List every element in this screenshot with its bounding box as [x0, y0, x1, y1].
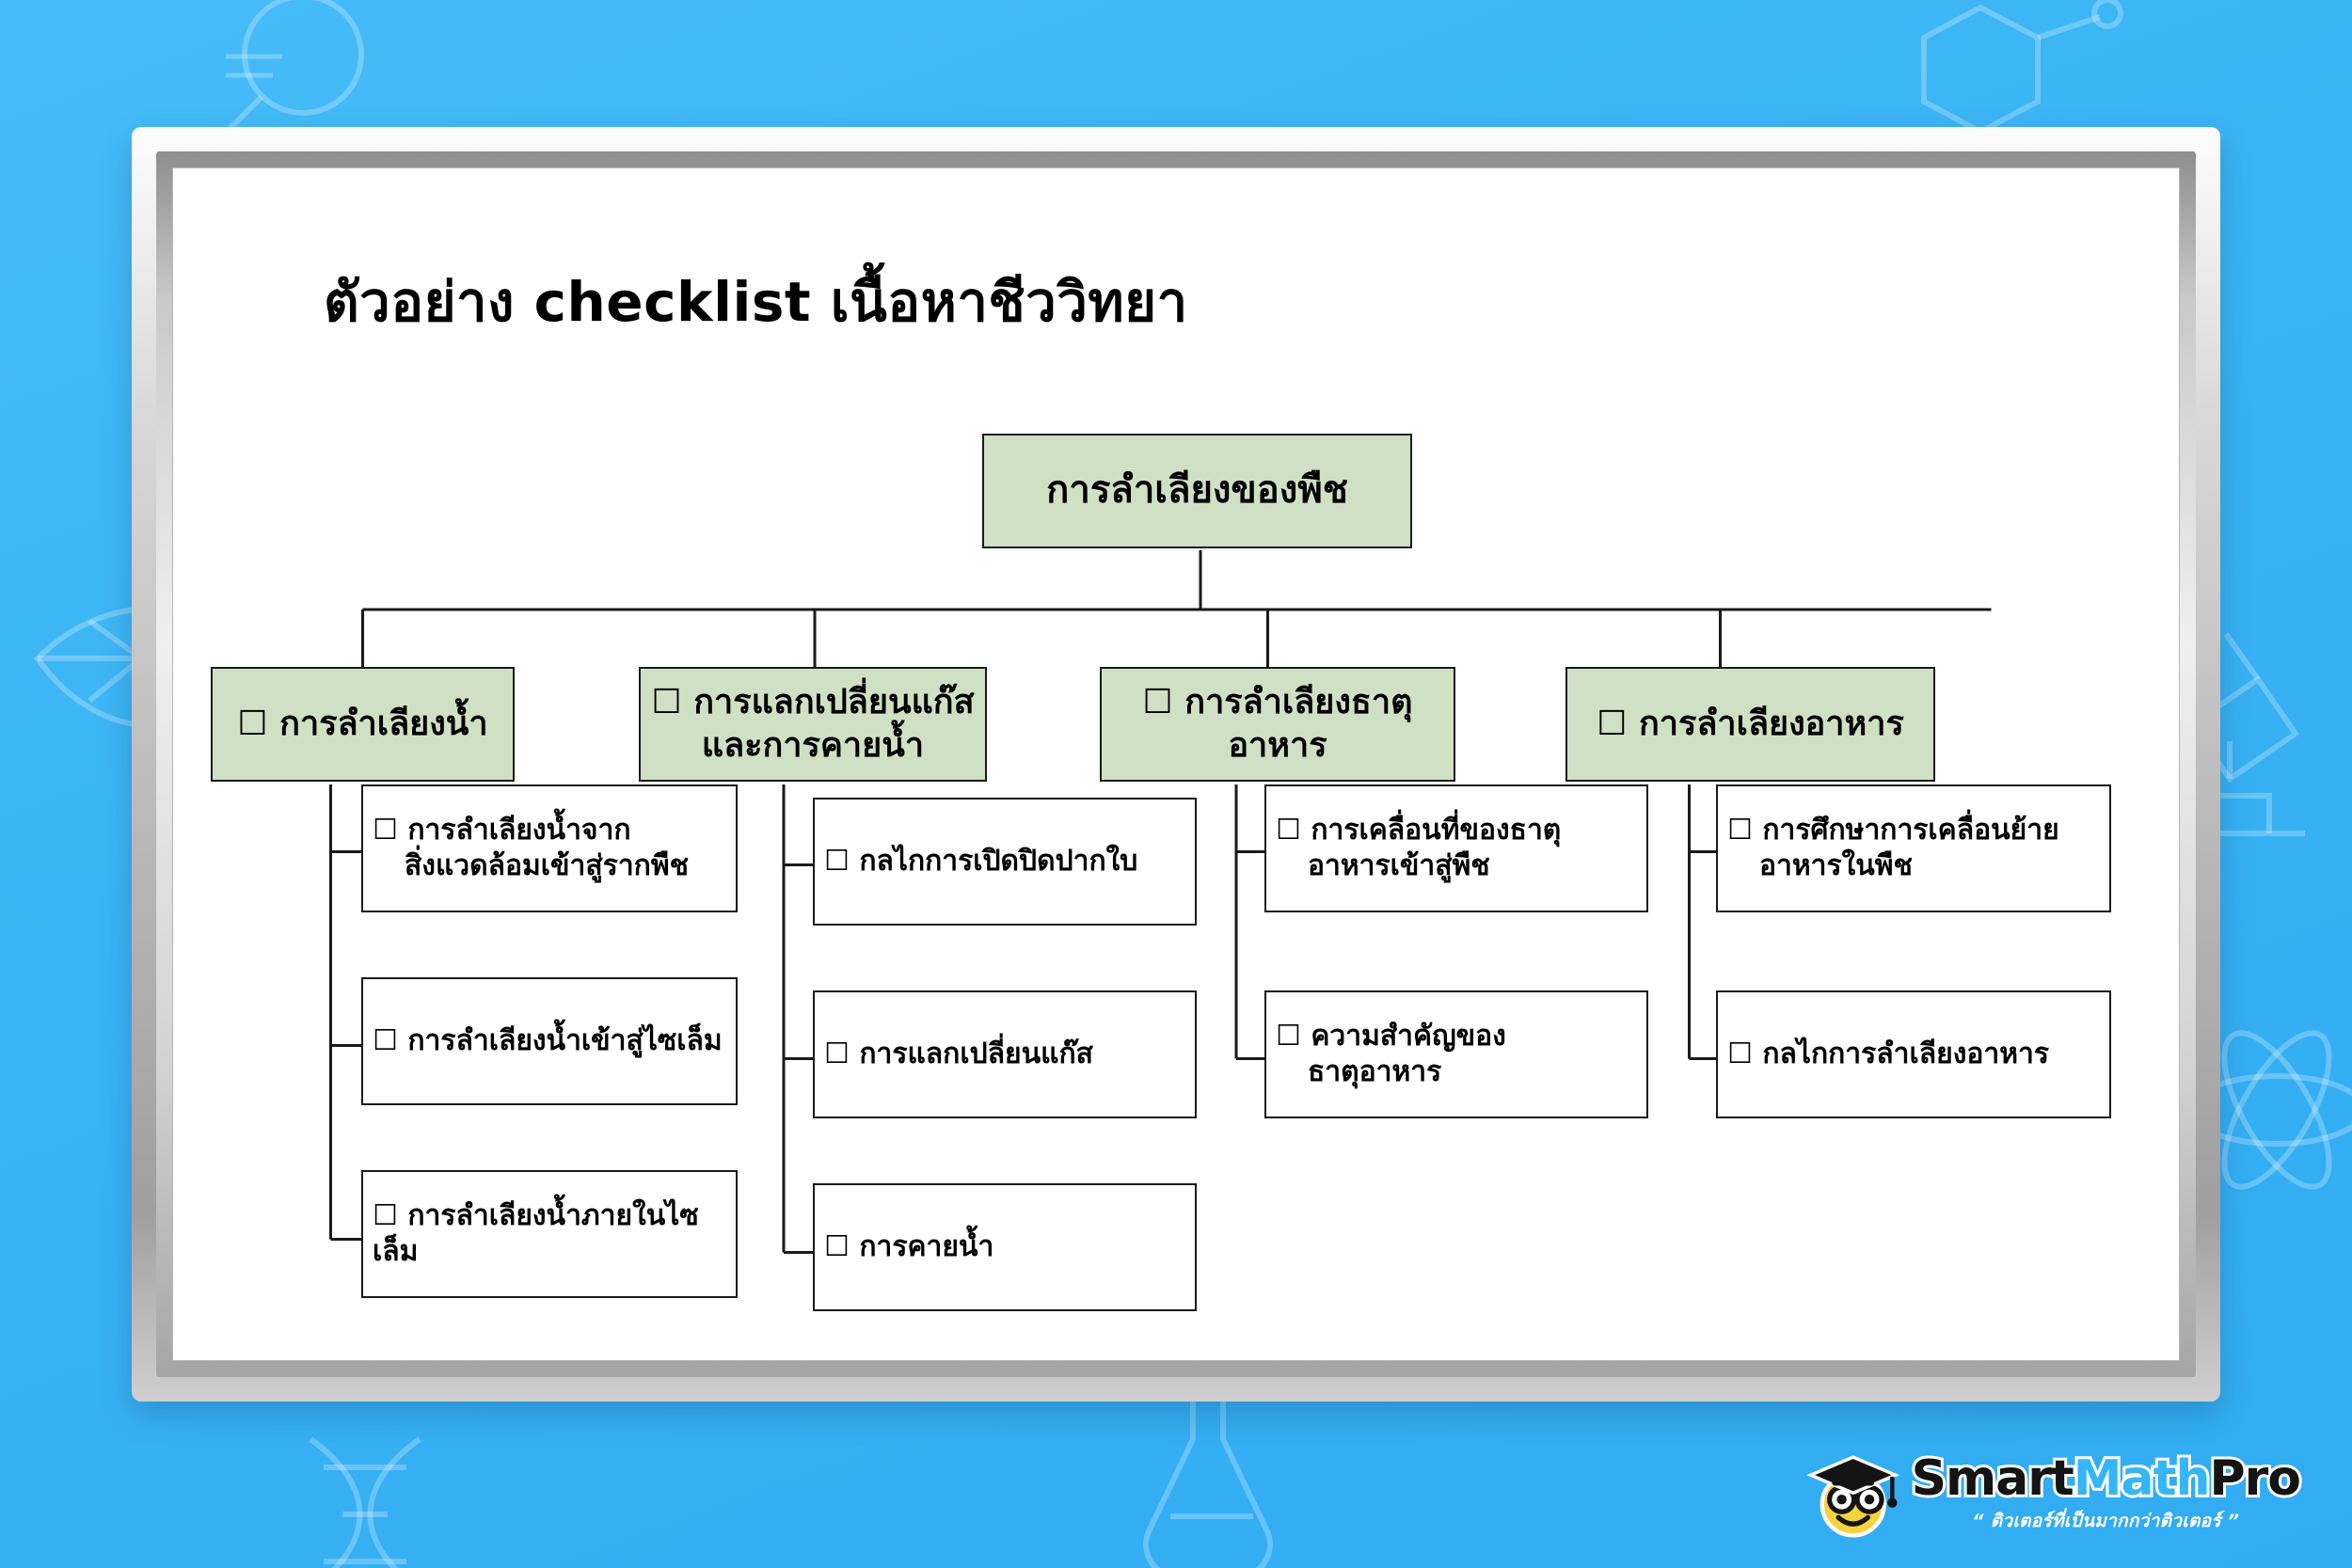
node-branch-4[interactable]: ☐ การลำเลียงอาหาร: [1565, 667, 1935, 782]
node-leaf-2-1[interactable]: ☐ กลไกการเปิดปิดปากใบ: [813, 798, 1197, 926]
node-leaf-4-2[interactable]: ☐ กลไกการลำเลียงอาหาร: [1716, 990, 2111, 1118]
node-leaf-3-1[interactable]: ☐ การเคลื่อนที่ของธาตุ อาหารเข้าสู่พืช: [1264, 784, 1648, 912]
node-branch-1-label: ☐ การลำเลียงน้ำ: [237, 704, 488, 743]
node-leaf-4-1-line1: ☐ การศึกษาการเคลื่อนย้าย: [1727, 813, 2059, 847]
node-leaf-3-2[interactable]: ☐ ความสำคัญของ ธาตุอาหาร: [1264, 990, 1648, 1118]
node-leaf-3-1-line1: ☐ การเคลื่อนที่ของธาตุ: [1276, 813, 1562, 847]
whiteboard-frame: ตัวอย่าง checklist เนื้อหาชีววิทยา: [132, 127, 2220, 1402]
node-branch-1[interactable]: ☐ การลำเลียงน้ำ: [211, 667, 515, 782]
node-branch-3[interactable]: ☐ การลำเลียงธาตุอาหาร: [1100, 667, 1455, 782]
node-leaf-1-3-label: ☐ การลำเลียงน้ำภายในไซเล็ม: [373, 1198, 699, 1268]
node-leaf-3-2-line1: ☐ ความสำคัญของ: [1276, 1019, 1506, 1053]
smartmathpro-logo: SmartMathPro “ ติวเตอร์ที่เป็นมากกว่าติว…: [1803, 1446, 2304, 1544]
node-leaf-1-3[interactable]: ☐ การลำเลียงน้ำภายในไซเล็ม: [361, 1170, 738, 1298]
node-leaf-1-1-text: ☐ การลำเลียงน้ำจาก สิ่งแวดล้อมเข้าสู่ราก…: [373, 813, 689, 885]
node-leaf-4-1-line2: อาหารในพืช: [1759, 849, 1913, 882]
node-leaf-1-1-line1: ☐ การลำเลียงน้ำจาก: [373, 813, 631, 847]
node-branch-3-label: ☐ การลำเลียงธาตุอาหาร: [1142, 682, 1413, 765]
tree-connector-lines: [328, 549, 1992, 1254]
node-root[interactable]: การลำเลียงของพืช: [982, 434, 1412, 548]
node-leaf-3-2-text: ☐ ความสำคัญของ ธาตุอาหาร: [1276, 1019, 1506, 1091]
node-branch-2[interactable]: ☐ การแลกเปลี่ยนแก๊ส และการคายน้ำ: [639, 667, 987, 782]
node-leaf-2-1-label: ☐ กลไกการเปิดปิดปากใบ: [824, 844, 1138, 878]
page-title: ตัวอย่าง checklist เนื้อหาชีววิทยา: [324, 270, 1188, 334]
node-leaf-2-2[interactable]: ☐ การแลกเปลี่ยนแก๊ส: [813, 990, 1197, 1118]
node-leaf-4-1-text: ☐ การศึกษาการเคลื่อนย้าย อาหารในพืช: [1727, 813, 2059, 885]
checklist-tree-diagram: การลำเลียงของพืช ☐ การลำเลียงน้ำ ☐ การแล…: [173, 168, 2179, 1360]
node-branch-4-label: ☐ การลำเลียงอาหาร: [1597, 704, 1904, 743]
logo-text-block: SmartMathPro “ ติวเตอร์ที่เป็นมากกว่าติว…: [1909, 1451, 2304, 1535]
node-leaf-2-2-label: ☐ การแลกเปลี่ยนแก๊ส: [824, 1037, 1093, 1070]
logo-word-smart: Smart: [1909, 1450, 2077, 1507]
graduate-face-icon: [1803, 1446, 1900, 1544]
node-leaf-4-2-label: ☐ กลไกการลำเลียงอาหาร: [1727, 1037, 2049, 1070]
logo-word-math: Math: [2071, 1450, 2214, 1507]
node-branch-2-label-line2: และการคายน้ำ: [701, 726, 925, 765]
logo-word-pro: Pro: [2207, 1450, 2305, 1507]
node-leaf-2-3-label: ☐ การคายน้ำ: [824, 1229, 994, 1263]
node-leaf-1-1-line2: สิ่งแวดล้อมเข้าสู่รากพืช: [405, 849, 689, 882]
node-leaf-1-2[interactable]: ☐ การลำเลียงน้ำเข้าสู่ไซเล็ม: [361, 977, 738, 1105]
whiteboard-bevel: ตัวอย่าง checklist เนื้อหาชีววิทยา: [156, 151, 2196, 1377]
logo-tagline: “ ติวเตอร์ที่เป็นมากกว่าติวเตอร์ ”: [1972, 1511, 2240, 1531]
node-branch-2-label-wrap: ☐ การแลกเปลี่ยนแก๊ส และการคายน้ำ: [651, 681, 974, 768]
node-leaf-4-1[interactable]: ☐ การศึกษาการเคลื่อนย้าย อาหารในพืช: [1716, 784, 2111, 912]
node-leaf-3-2-line2: ธาตุอาหาร: [1308, 1055, 1442, 1088]
node-leaf-1-1[interactable]: ☐ การลำเลียงน้ำจาก สิ่งแวดล้อมเข้าสู่ราก…: [361, 784, 738, 912]
node-leaf-3-1-line2: อาหารเข้าสู่พืช: [1308, 849, 1490, 882]
node-leaf-2-3[interactable]: ☐ การคายน้ำ: [813, 1183, 1197, 1311]
whiteboard-surface: ตัวอย่าง checklist เนื้อหาชีววิทยา: [172, 167, 2180, 1361]
node-leaf-1-2-label: ☐ การลำเลียงน้ำเข้าสู่ไซเล็ม: [373, 1023, 723, 1057]
node-root-label: การลำเลียงของพืช: [1046, 468, 1348, 513]
logo-wordmark: SmartMathPro: [1909, 1451, 2304, 1506]
node-branch-2-label: ☐ การแลกเปลี่ยนแก๊ส: [651, 682, 975, 721]
node-leaf-3-1-text: ☐ การเคลื่อนที่ของธาตุ อาหารเข้าสู่พืช: [1276, 813, 1561, 885]
